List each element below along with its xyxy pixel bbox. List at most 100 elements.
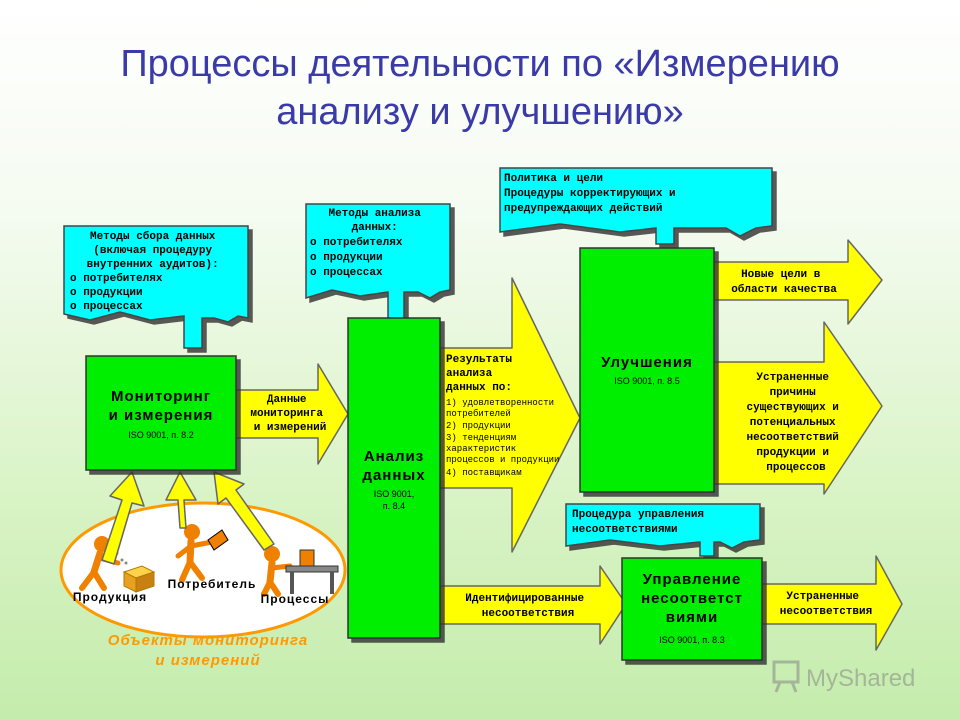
box-nc-title-1: Управление	[643, 571, 742, 588]
causes-line-1: Устраненные	[756, 372, 829, 384]
note-collection-line-4: о потребителях	[70, 272, 163, 285]
box-analysis-title-2: данных	[362, 467, 425, 484]
title-line-1: Процессы деятельности по «Измерению	[120, 43, 840, 85]
box-nc-control: Управление несоответст виями ISO 9001, п…	[621, 557, 763, 661]
results-item-2: 2) продукции	[446, 421, 511, 431]
worker-process-icon	[261, 546, 293, 597]
note-policy-line-2: Процедуры корректирующих и	[504, 188, 676, 200]
note-collection-methods: Методы сбора данных (включая процедуру в…	[63, 225, 249, 349]
objects-caption-line-1: Объекты мониторинга	[108, 632, 308, 649]
box-monitoring: Мониторинг и измерения ISO 9001, п. 8.2	[85, 355, 237, 471]
note-policy-line-1: Политика и цели	[504, 173, 603, 185]
presentation-icon	[772, 660, 800, 693]
workbench-icon	[285, 549, 339, 594]
causes-line-4: потенциальных	[750, 417, 836, 429]
svg-text:Устраненные причины: Устраненные причины существующих и потен…	[746, 372, 845, 474]
box-analysis-title-1: Анализ	[364, 448, 424, 465]
results-item-3b: характеристик	[446, 444, 516, 454]
box-nc-title-3: виями	[666, 609, 719, 626]
identified-nc-line-2: несоответствия	[482, 608, 574, 620]
up-arrows	[101, 471, 275, 565]
new-goals-line-2: области качества	[731, 283, 837, 296]
note-analysis-line-5: о процессах	[310, 267, 383, 279]
box-improvement-title: Улучшения	[601, 354, 693, 371]
note-collection-line-5: о продукции	[70, 287, 143, 299]
note-policy-line-3: предупреждающих действий	[504, 203, 662, 215]
note-analysis-line-4: о продукции	[310, 252, 383, 264]
watermark: MyShared	[772, 660, 915, 693]
svg-text:Данные мониторинга: Данные мониторинга и измерений	[250, 394, 329, 434]
box-monitoring-ref: ISO 9001, п. 8.2	[128, 430, 193, 440]
watermark-text: MyShared	[806, 665, 915, 692]
arrow-eliminated-causes: Устраненные причины существующих и потен…	[713, 321, 883, 495]
note-collection-line-6: о процессах	[70, 301, 143, 313]
objects-group: Продукция Потребитель Процессы Об	[59, 501, 347, 669]
new-goals-line-1: Новые цели в	[741, 269, 821, 281]
eliminated-nc-line-2: несоответствия	[780, 606, 872, 618]
arrow-eliminated-nc: Устраненные несоответствия	[761, 555, 903, 651]
label-product: Продукция	[73, 590, 147, 604]
note-analysis-methods: Методы анализа данных: о потребителях о …	[305, 203, 451, 321]
label-processes: Процессы	[261, 592, 330, 606]
note-collection-line-1: Методы сбора данных	[90, 230, 216, 243]
arrow-new-goals: Новые цели в области качества	[713, 239, 883, 325]
svg-text:Результаты анализа: Результаты анализа данных по:	[446, 354, 519, 394]
consumer-icon	[175, 524, 229, 583]
box-analysis-ref-1: ISO 9001,	[374, 489, 415, 499]
objects-caption-line-2: и измерений	[155, 652, 260, 669]
title-line-2: анализу и улучшению»	[276, 91, 684, 133]
box-analysis: Анализ данных ISO 9001, п. 8.4	[347, 317, 441, 639]
up-arrow-consumer	[165, 471, 197, 529]
svg-text:Новые цели в области кач: Новые цели в области качества	[731, 269, 837, 296]
up-arrow-product	[101, 471, 145, 565]
arrow-monitoring-data: Данные мониторинга и измерений	[235, 363, 349, 465]
arrow-monitoring-line-1: Данные	[267, 394, 307, 406]
svg-text:Политика и цели Процедур: Политика и цели Процедуры корректирующих…	[504, 173, 682, 215]
box-monitoring-title-1: Мониторинг	[111, 388, 211, 405]
note-analysis-line-3: о потребителях	[310, 236, 403, 249]
note-collection-line-2: (включая процедуру	[93, 245, 212, 257]
results-item-3c: процессов и продукции	[446, 455, 559, 465]
svg-text:Методы анализа данных:: Методы анализа данных: о потребителях о …	[310, 208, 428, 279]
note-analysis-line-2: данных:	[352, 222, 398, 234]
causes-line-7: процессов	[766, 462, 826, 474]
note-nc-procedure-line-1: Процедура управления	[572, 509, 704, 521]
product-box-icon	[120, 558, 156, 593]
results-line-1: Результаты	[446, 354, 512, 366]
label-consumer: Потребитель	[168, 577, 257, 591]
note-analysis-line-1: Методы анализа	[328, 208, 421, 220]
up-arrow-process	[213, 471, 275, 551]
eliminated-nc-line-1: Устраненные	[786, 591, 859, 603]
box-improvement: Улучшения ISO 9001, п. 8.5	[579, 247, 715, 493]
arrow-analysis-results: Результаты анализа данных по: 1) удовлет…	[439, 277, 581, 553]
note-policy: Политика и цели Процедуры корректирующих…	[499, 167, 773, 245]
note-collection-line-3: внутренних аудитов):	[87, 259, 219, 271]
box-nc-ref: ISO 9001, п. 8.3	[659, 635, 724, 645]
results-item-1: 1) удовлетворенности	[446, 398, 554, 408]
results-line-3: данных по:	[446, 382, 512, 394]
causes-line-5: несоответствий	[746, 432, 838, 444]
arrow-monitoring-line-2: мониторинга	[250, 408, 323, 420]
results-item-3: 3) тенденциям	[446, 433, 516, 443]
box-improvement-ref: ISO 9001, п. 8.5	[614, 376, 679, 386]
arrow-monitoring-line-3: и измерений	[254, 422, 327, 434]
page-title: Процессы деятельности по «Измерению анал…	[0, 40, 960, 136]
svg-text:Устраненные несоответств: Устраненные несоответствия	[780, 591, 872, 618]
svg-text:Идентифицированные несоо: Идентифицированные несоответствия	[465, 592, 590, 620]
arrow-identified-nc: Идентифицированные несоответствия	[439, 565, 627, 645]
results-line-2: анализа	[446, 368, 493, 380]
results-item-4: 4) поставщикам	[446, 468, 522, 478]
objects-ellipse	[59, 501, 347, 639]
note-nc-procedure-line-2: несоответствиями	[572, 524, 678, 536]
box-analysis-ref-2: п. 8.4	[383, 501, 405, 511]
results-item-1b: потребителей	[446, 409, 511, 419]
causes-line-3: существующих и	[746, 402, 838, 414]
box-nc-title-2: несоответст	[641, 590, 743, 607]
svg-text:1) удовлетворенности пот: 1) удовлетворенности потребителей 2) про…	[446, 398, 565, 478]
causes-line-2: причины	[770, 387, 817, 399]
identified-nc-line-1: Идентифицированные	[465, 592, 584, 605]
svg-text:Методы сбора данных (вкл: Методы сбора данных (включая процедуру в…	[70, 230, 225, 313]
svg-text:Процедура управления нес: Процедура управления несоответствиями	[572, 509, 711, 536]
causes-line-6: продукции и	[756, 447, 829, 459]
